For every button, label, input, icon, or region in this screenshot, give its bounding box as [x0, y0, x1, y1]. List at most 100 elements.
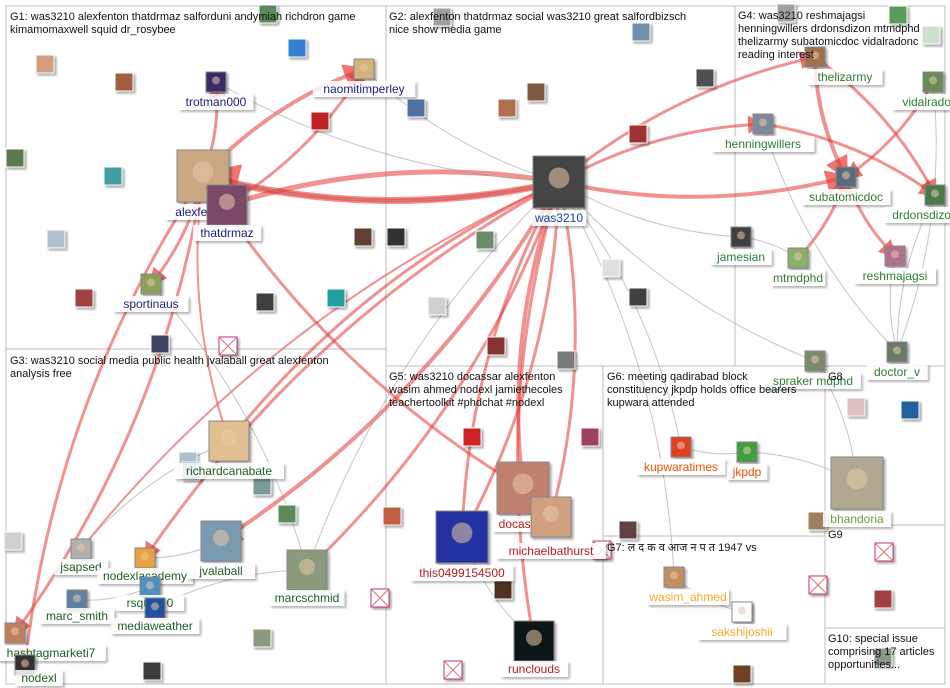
- unlabeled-node-24: [628, 287, 648, 307]
- node-thatdrmaz: thatdrmaz: [192, 184, 262, 241]
- node-doctor_v: doctor_v: [866, 341, 928, 380]
- unlabeled-node-44: [873, 589, 893, 609]
- group-label-g4: G4: was3210 reshmajagsi henningwillers d…: [738, 10, 920, 61]
- edge-was3210-to-sprakermdphd: [558, 181, 816, 362]
- node-label-marc_smith: marc_smith: [46, 609, 108, 623]
- node-label-subatomicdoc: subatomicdoc: [809, 190, 883, 204]
- node-jamesian: jamesian: [710, 226, 772, 265]
- unlabeled-node-8: [287, 38, 307, 58]
- unlabeled-node-10: [353, 227, 373, 247]
- node-label-jkpdp: jkpdp: [732, 465, 762, 479]
- group-label-g9: G9: [828, 529, 843, 541]
- node-nodexlacademy: nodexlacademy: [97, 547, 193, 584]
- edge-was3210-to-jvalaball: [217, 181, 561, 544]
- unlabeled-node-40: [846, 397, 866, 417]
- unlabeled-node-12: [255, 292, 275, 312]
- unlabeled-node-20: [631, 22, 651, 42]
- edge-was3210-to-subatomicdoc: [558, 170, 850, 199]
- node-label-was3210: was3210: [534, 211, 583, 225]
- unlabeled-node-6: [150, 334, 170, 354]
- node-label-henningwillers: henningwillers: [725, 137, 801, 151]
- node-jkpdp: jkpdp: [726, 441, 768, 480]
- node-wasim_ahmed: wasim_ahmed: [647, 566, 729, 605]
- group-label-g10: G10: special issue comprising 17 article…: [828, 633, 935, 671]
- node-kupwaratimes: kupwaratimes: [636, 436, 726, 475]
- unlabeled-node-39: [921, 25, 941, 45]
- unlabeled-node-25: [486, 336, 506, 356]
- node-label-nodexlacademy: nodexlacademy: [103, 569, 187, 583]
- node-was3210: was3210: [531, 155, 587, 226]
- missing-image-node-0: [218, 336, 238, 356]
- edge-was3210-to-henningwillers: [558, 115, 766, 184]
- edge-doctor_v-to-henningwillers: [761, 123, 898, 353]
- node-label-mtmdphd: mtmdphd: [773, 271, 823, 285]
- node-label-vidalradonc: vidalradonc: [902, 95, 950, 109]
- node-drdonsdizon: drdonsdizon: [884, 184, 950, 223]
- unlabeled-node-38: [888, 5, 908, 25]
- node-label-bhandoria: bhandoria: [830, 512, 884, 526]
- node-label-sprakermdphd: spraker mdphd: [773, 374, 853, 388]
- node-label-jvalaball: jvalaball: [198, 564, 242, 578]
- unlabeled-node-29: [382, 506, 402, 526]
- unlabeled-node-15: [406, 98, 426, 118]
- unlabeled-node-26: [556, 350, 576, 370]
- group-label-g8: G8: [828, 371, 843, 383]
- edge-was3210-to-jsapsed: [79, 181, 560, 551]
- unlabeled-node-34: [3, 531, 23, 551]
- node-jvalaball: jvalaball: [186, 520, 256, 579]
- unlabeled-node-19: [526, 82, 546, 102]
- edge-was3210-to-nodexlacademy: [143, 180, 560, 561]
- unlabeled-node-37: [776, 3, 796, 23]
- unlabeled-node-0: [35, 54, 55, 74]
- edge-was3210-to-michaelbathurst: [546, 181, 577, 520]
- node-marcschmid: marcschmid: [269, 549, 345, 606]
- node-label-nodexl: nodexl: [21, 671, 56, 685]
- group-label-g2: G2: alexfenton thatdrmaz social was3210 …: [389, 11, 687, 36]
- unlabeled-node-27: [462, 427, 482, 447]
- node-sprakermdphd: spraker mdphd: [765, 350, 861, 389]
- unlabeled-node-21: [695, 68, 715, 88]
- missing-image-node-2: [443, 660, 463, 680]
- edge-was3210-to-alexfenton: [202, 174, 560, 201]
- node-label-this0499154500: this0499154500: [419, 566, 505, 580]
- node-label-drdonsdizon: drdonsdizon: [892, 208, 950, 222]
- node-marc_smith: marc_smith: [39, 589, 115, 624]
- unlabeled-node-2: [5, 148, 25, 168]
- edge-trotman000-to-was3210: [215, 81, 560, 185]
- node-label-doctor_v: doctor_v: [874, 365, 920, 379]
- node-sportinaus: sportinaus: [113, 273, 189, 312]
- node-layer: alexfentonthatdrmaztrotman000naomitimper…: [0, 3, 950, 686]
- node-vidalradonc: vidalradonc: [892, 71, 950, 110]
- edge-was3210-to-this0499154500: [460, 181, 561, 540]
- node-mediaweather: mediaweather: [110, 597, 200, 634]
- group-label-g3: G3: was3210 social media public health j…: [10, 355, 329, 380]
- group-label-g6: G6: meeting qadirabad block constituency…: [607, 371, 797, 409]
- unlabeled-node-3: [103, 166, 123, 186]
- node-trotman000: trotman000: [178, 71, 254, 110]
- node-avatar-bhandoria: [830, 456, 884, 510]
- edge-thatdrmaz-to-was3210: [226, 163, 564, 208]
- edge-sportinaus-to-marcschmid: [150, 283, 309, 571]
- edge-was3210-to-richardcanabate: [227, 180, 560, 444]
- edge-was3210-to-jamesian: [558, 181, 742, 240]
- node-label-jamesian: jamesian: [716, 250, 765, 264]
- node-richardcanabate: richardcanabate: [174, 420, 284, 479]
- unlabeled-node-11: [326, 288, 346, 308]
- node-label-michaelbathurst: michaelbathurst: [509, 544, 594, 558]
- group-partition-grid: [5, 5, 946, 685]
- edge-was3210-to-marcschmid: [304, 181, 561, 573]
- unlabeled-node-30: [493, 580, 513, 600]
- node-label-naomitimperley: naomitimperley: [323, 82, 404, 96]
- node-subatomicdoc: subatomicdoc: [801, 166, 891, 205]
- unlabeled-node-13: [386, 227, 406, 247]
- missing-image-node-3: [808, 575, 828, 595]
- unlabeled-node-41: [900, 400, 920, 420]
- node-label-sportinaus: sportinaus: [123, 297, 178, 311]
- node-docassar: docassar: [492, 461, 554, 532]
- unlabeled-node-7: [258, 4, 278, 24]
- unlabeled-node-18: [497, 98, 517, 118]
- node-label-runclouds: runclouds: [508, 662, 560, 676]
- unlabeled-node-35: [252, 628, 272, 648]
